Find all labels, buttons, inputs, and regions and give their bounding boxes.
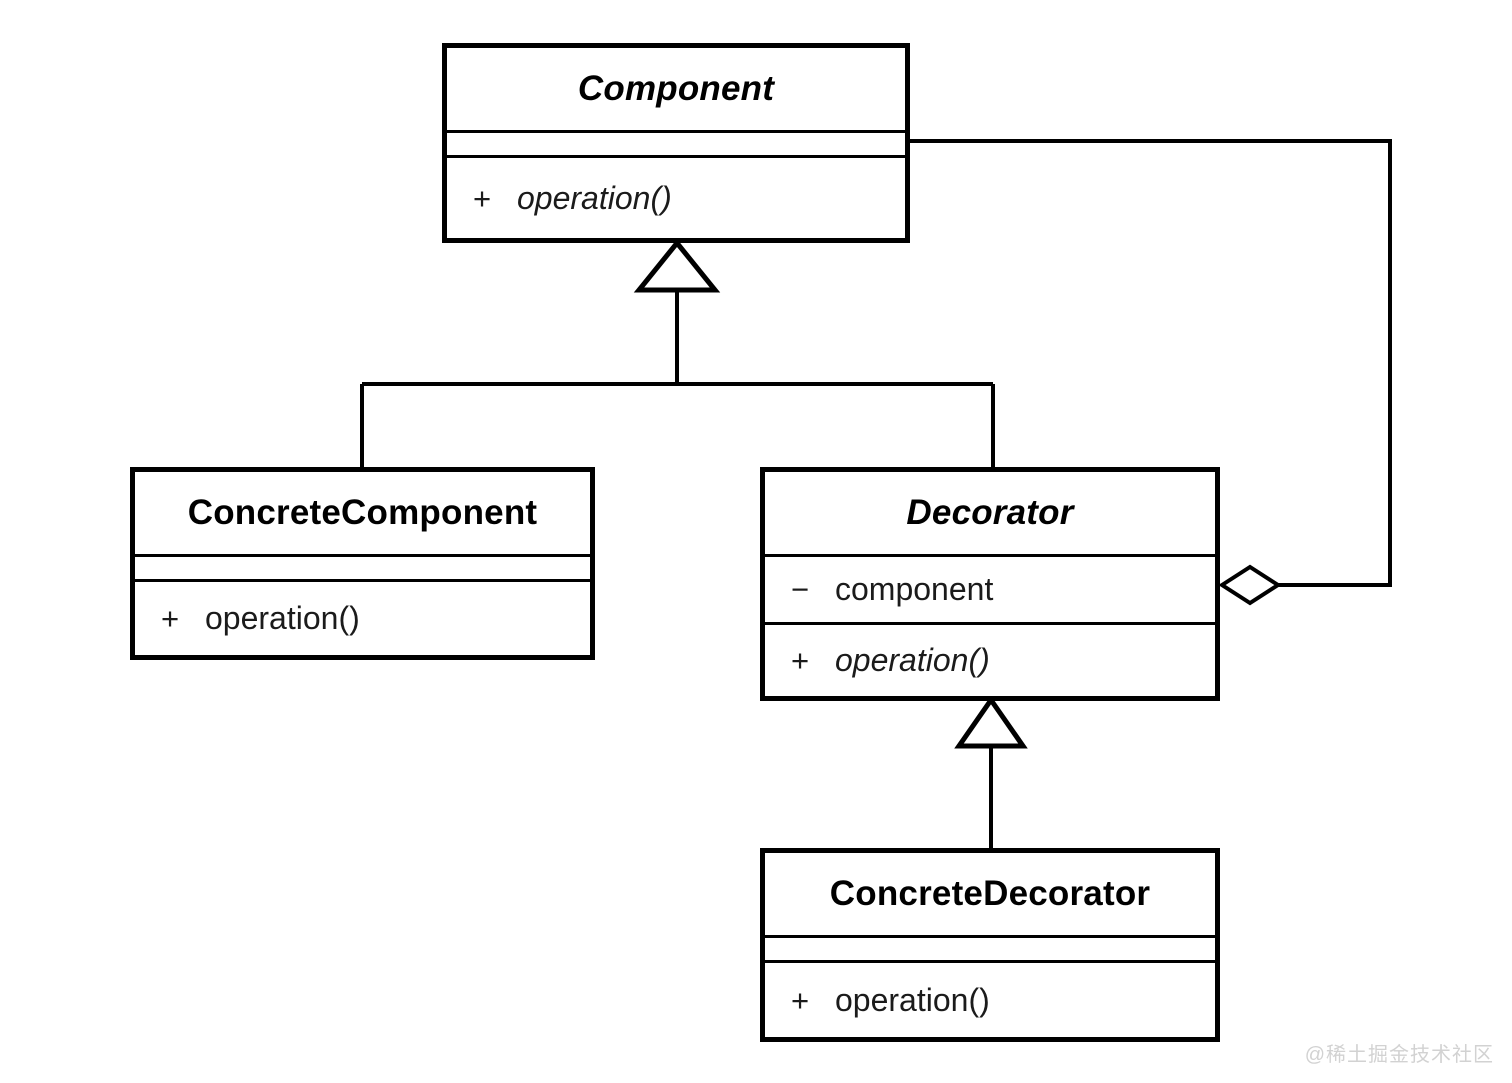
class-box-concretecomponent[interactable]: ConcreteComponent + operation() — [130, 467, 595, 660]
class-name-concretecomponent: ConcreteComponent — [187, 493, 538, 532]
method-row: + operation() — [161, 600, 360, 637]
method-row: + operation() — [791, 982, 990, 1019]
method-label: operation() — [835, 981, 990, 1018]
hollow-triangle-arrowhead — [633, 239, 721, 293]
class-attributes-compartment-concretecomponent — [135, 554, 590, 579]
class-title-compartment-decorator: Decorator — [765, 472, 1215, 554]
hollow-diamond-arrowhead — [1218, 564, 1282, 606]
class-title-compartment-concretecomponent: ConcreteComponent — [135, 472, 590, 554]
class-title-compartment-component: Component — [447, 48, 905, 130]
attribute-label: component — [835, 571, 994, 607]
method-visibility: + — [791, 643, 810, 678]
method-visibility: + — [791, 982, 810, 1018]
method-row: + operation() — [791, 642, 990, 679]
method-label: operation() — [517, 179, 672, 216]
method-row: + operation() — [473, 180, 672, 217]
class-methods-compartment-decorator: + operation() — [765, 622, 1215, 696]
attribute-visibility: − — [791, 572, 810, 607]
hollow-triangle-arrowhead — [954, 695, 1028, 749]
method-visibility: + — [473, 180, 492, 216]
method-visibility: + — [161, 601, 180, 636]
class-attributes-compartment-decorator: − component — [765, 554, 1215, 622]
class-title-compartment-concretedecorator: ConcreteDecorator — [765, 853, 1215, 935]
class-methods-compartment-concretecomponent: + operation() — [135, 579, 590, 655]
class-box-concretedecorator[interactable]: ConcreteDecorator + operation() — [760, 848, 1220, 1042]
class-box-component[interactable]: Component + operation() — [442, 43, 910, 243]
class-name-component: Component — [577, 69, 775, 108]
class-attributes-compartment-concretedecorator — [765, 935, 1215, 960]
class-name-concretedecorator: ConcreteDecorator — [829, 874, 1151, 913]
method-label: operation() — [835, 642, 990, 678]
class-methods-compartment-component: + operation() — [447, 155, 905, 238]
method-label: operation() — [205, 600, 360, 636]
generalization-concretedecorator-to-decorator — [954, 695, 1028, 848]
class-methods-compartment-concretedecorator: + operation() — [765, 960, 1215, 1037]
class-name-decorator: Decorator — [906, 493, 1074, 532]
watermark-text: @稀土掘金技术社区 — [1304, 1044, 1494, 1066]
generalization-tree-to-component — [360, 239, 995, 467]
class-attributes-compartment-component — [447, 130, 905, 155]
class-box-decorator[interactable]: Decorator − component + operation() — [760, 467, 1220, 701]
attribute-row: − component — [791, 571, 993, 608]
